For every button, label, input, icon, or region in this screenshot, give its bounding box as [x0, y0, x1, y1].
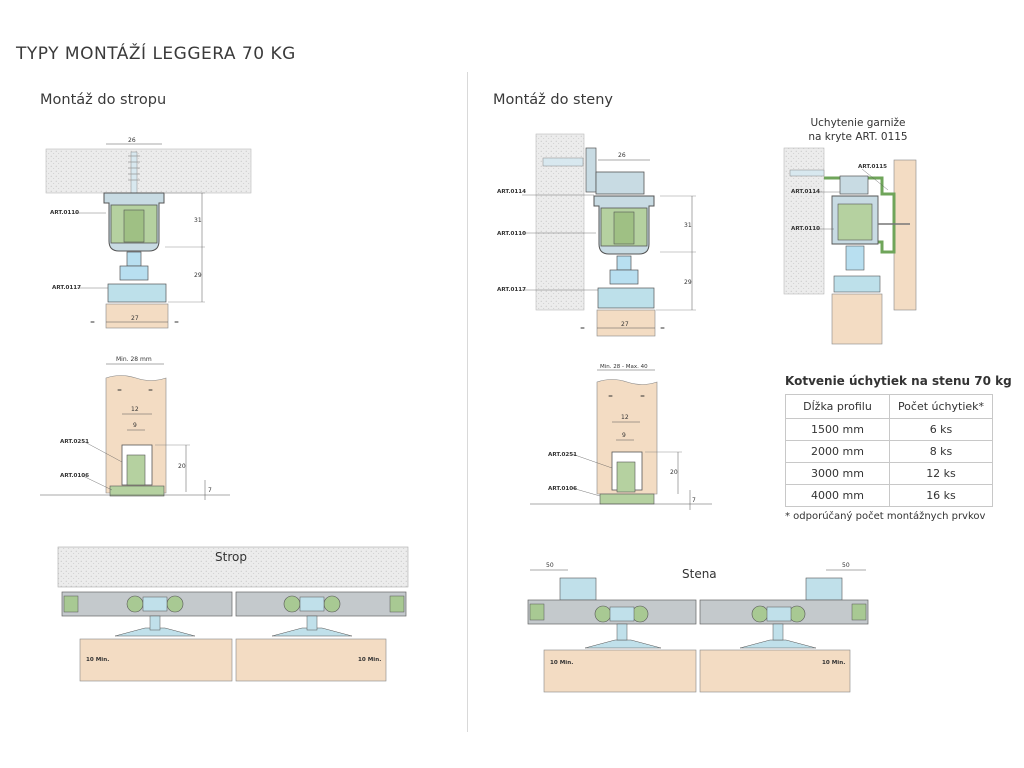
ceiling-detail: 26 31 29 27 = = Min. 28 mm ART.0110 ART.… — [40, 137, 252, 500]
column-divider — [467, 72, 468, 732]
ceiling-dim-31: 31 — [194, 217, 202, 224]
ceiling-eq-left: = — [90, 319, 95, 326]
ceiling-panel-label: Strop — [215, 550, 247, 564]
table-cell-count: 8 ks — [889, 440, 993, 463]
wall-eq-left: = — [580, 325, 585, 332]
table-cell-count: 16 ks — [889, 484, 993, 507]
table-row: 4000 mm 16 ks — [785, 484, 993, 507]
ceiling-dim-27: 27 — [131, 315, 139, 322]
wall-panel: Stena 50 50 10 Min. 10 Min. — [527, 562, 869, 693]
wall-eq-right: = — [660, 325, 665, 332]
table-header-count: Počet úchytiek* — [889, 394, 993, 419]
table-header-length: Dĺžka profilu — [785, 394, 890, 419]
ceiling-dim-12: 12 — [131, 406, 139, 413]
ceiling-dim-9: 9 — [133, 422, 137, 429]
ceiling-eq-3: = — [148, 387, 153, 394]
wall-panel-label: Stena — [682, 567, 717, 581]
wall-heading: Montáž do steny — [493, 92, 613, 108]
wall-dim-min28max40: Min. 28 - Max. 40 — [600, 364, 648, 370]
ceiling-heading: Montáž do stropu — [40, 92, 167, 108]
ceiling-panel-min-right: 10 Min. — [358, 657, 381, 663]
cover-caption-line1: Uchytenie garniže — [810, 117, 905, 129]
ceiling-label-art0106: ART.0106 — [60, 473, 89, 479]
ceiling-eq-2: = — [117, 387, 122, 394]
table-header-row: Dĺžka profilu Počet úchytiek* — [785, 394, 993, 419]
anchoring-title: Kotvenie úchytiek na stenu 70 kg — [785, 374, 1012, 388]
wall-eq-3: = — [640, 393, 645, 400]
table-cell-count: 6 ks — [889, 418, 993, 441]
table-row: 2000 mm 8 ks — [785, 440, 993, 463]
table-cell-length: 3000 mm — [785, 462, 890, 485]
table-cell-length: 2000 mm — [785, 440, 890, 463]
wall-panel-dim-50-left: 50 — [546, 562, 554, 569]
ceiling-eq-right: = — [174, 319, 179, 326]
table-cell-length: 1500 mm — [785, 418, 890, 441]
wall-panel-min-right: 10 Min. — [822, 660, 845, 666]
ceiling-label-art0110: ART.0110 — [50, 210, 79, 216]
ceiling-dim-26: 26 — [128, 137, 136, 144]
ceiling-label-art0117: ART.0117 — [52, 285, 81, 291]
anchoring-footnote: * odporúčaný počet montážnych prvkov — [785, 511, 986, 522]
ceiling-dim-min28: Min. 28 mm — [116, 356, 152, 363]
wall-dim-26: 26 — [618, 152, 626, 159]
wall-dim-27: 27 — [621, 321, 629, 328]
ceiling-panel-min-left: 10 Min. — [86, 657, 109, 663]
table-row: 3000 mm 12 ks — [785, 462, 993, 485]
wall-dim-9: 9 — [622, 432, 626, 439]
wall-panel-min-left: 10 Min. — [550, 660, 573, 666]
cover-label-art0114: ART.0114 — [791, 189, 820, 195]
wall-label-art0114: ART.0114 — [497, 189, 526, 195]
cover-caption-line2: na kryte ART. 0115 — [808, 131, 907, 143]
table-cell-length: 4000 mm — [785, 484, 890, 507]
cover-label-art0115: ART.0115 — [858, 164, 887, 170]
wall-panel-dim-50-right: 50 — [842, 562, 850, 569]
ceiling-dim-20: 20 — [178, 463, 186, 470]
ceiling-panel: Strop 10 Min. 10 Min. — [57, 546, 409, 682]
wall-dim-7: 7 — [692, 497, 696, 504]
ceiling-dim-7: 7 — [208, 487, 212, 494]
wall-label-art0251: ART.0251 — [548, 452, 577, 458]
wall-dim-20: 20 — [670, 469, 678, 476]
cover-label-art0110: ART.0110 — [791, 226, 820, 232]
table-row: 1500 mm 6 ks — [785, 418, 993, 441]
wall-dim-29: 29 — [684, 279, 692, 286]
ceiling-label-art0251: ART.0251 — [60, 439, 89, 445]
table-cell-count: 12 ks — [889, 462, 993, 485]
page-title: TYPY MONTÁŽÍ LEGGERA 70 KG — [16, 44, 296, 64]
cover-detail: Uchytenie garniže na kryte ART. 0115 ART… — [783, 117, 917, 345]
wall-detail: 26 31 29 27 = = Min. 28 - Max. 40 ART.01… — [497, 133, 712, 510]
ceiling-dim-29: 29 — [194, 272, 202, 279]
wall-eq-2: = — [608, 393, 613, 400]
wall-dim-31: 31 — [684, 222, 692, 229]
wall-label-art0106: ART.0106 — [548, 486, 577, 492]
wall-label-art0117: ART.0117 — [497, 287, 526, 293]
wall-dim-12: 12 — [621, 414, 629, 421]
anchoring-table: Dĺžka profilu Počet úchytiek* 1500 mm 6 … — [785, 394, 993, 507]
wall-label-art0110: ART.0110 — [497, 231, 526, 237]
